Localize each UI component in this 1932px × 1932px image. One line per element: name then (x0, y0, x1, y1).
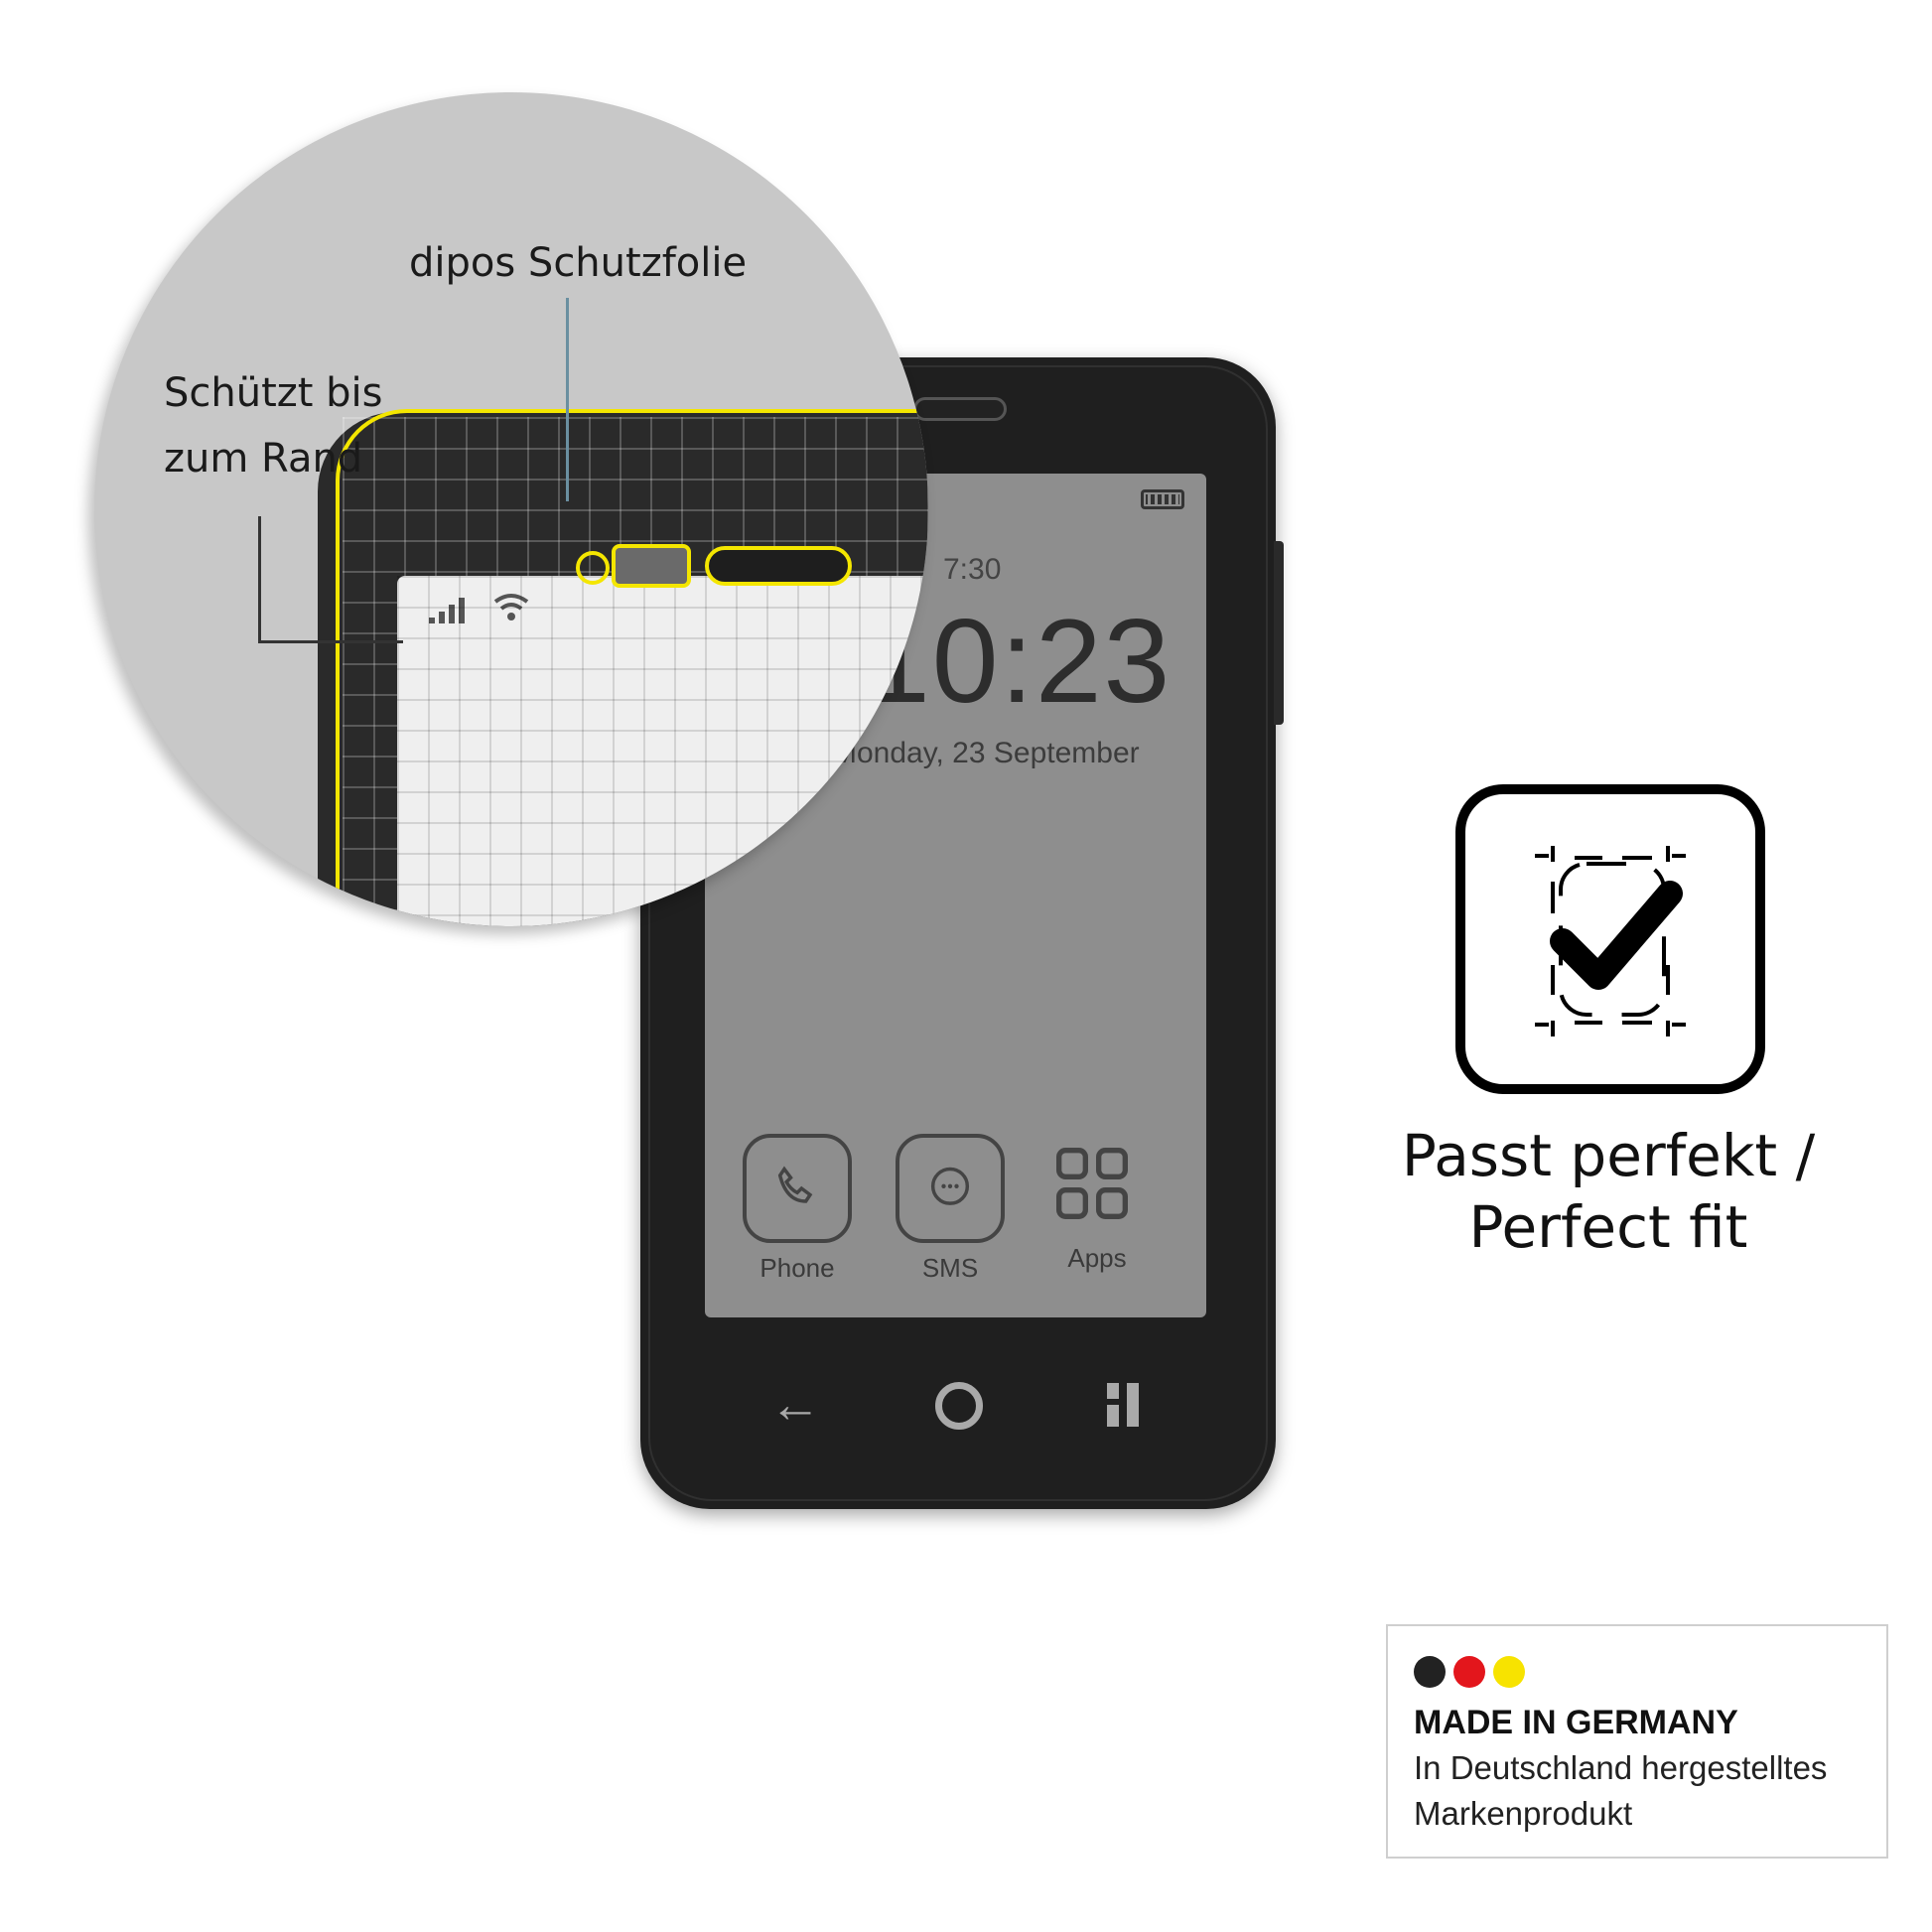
made-in-germany-badge: MADE IN GERMANY In Deutschland hergestel… (1386, 1624, 1888, 1859)
protector-label: dipos Schutzfolie (409, 240, 748, 286)
apps-grid-icon (1052, 1144, 1142, 1233)
edge-callout-line-horizontal (258, 640, 403, 643)
flag-dot-red (1453, 1656, 1485, 1688)
perfect-fit-line2: Perfect fit (1468, 1193, 1748, 1261)
magnifier-circle (94, 92, 928, 926)
side-button (1274, 541, 1284, 725)
message-icon (896, 1134, 1005, 1243)
screen-protector-glass (648, 365, 1268, 1501)
app-apps[interactable]: Apps (1052, 1144, 1162, 1274)
phone-icon (743, 1134, 852, 1243)
recents-icon[interactable] (1107, 1383, 1147, 1427)
app-phone[interactable]: Phone (743, 1134, 862, 1284)
made-in-germany-title: MADE IN GERMANY (1414, 1704, 1738, 1741)
wifi-icon (491, 590, 531, 630)
home-circle-icon[interactable] (935, 1382, 983, 1430)
signal-icon (427, 594, 477, 630)
flag-dot-black (1414, 1656, 1446, 1688)
perfect-fit-label: Passt perfekt / Perfect fit (1370, 1120, 1847, 1263)
made-in-germany-subtitle: In Deutschland hergestelltes Markenprodu… (1414, 1745, 1827, 1837)
edge-callout-line-vertical (258, 516, 261, 643)
perfect-fit-line1: Passt perfekt / (1401, 1122, 1816, 1189)
edge-label-line2: zum Rand (164, 436, 363, 482)
sensor-cutout (612, 544, 691, 588)
camera-cutout (576, 551, 610, 585)
subtitle-line2: Markenprodukt (1414, 1795, 1633, 1832)
speaker-cutout (705, 546, 852, 586)
flag-dot-gold (1493, 1656, 1525, 1688)
zoomed-screen (397, 576, 928, 926)
protector-callout-line (566, 298, 569, 501)
app-sms[interactable]: SMS (896, 1134, 1015, 1284)
app-label: Phone (759, 1253, 835, 1283)
screen-grid (397, 576, 928, 926)
perfect-fit-icon (1455, 784, 1765, 1094)
subtitle-line1: In Deutschland hergestelltes (1414, 1749, 1828, 1786)
app-label: SMS (921, 1253, 979, 1283)
status-time: 7:30 (943, 553, 1002, 586)
app-label: Apps (1067, 1243, 1127, 1273)
edge-label-line1: Schützt bis (164, 370, 383, 416)
back-arrow-icon[interactable]: ← (769, 1376, 821, 1434)
protector-outline (336, 409, 928, 926)
battery-icon (1141, 489, 1184, 509)
